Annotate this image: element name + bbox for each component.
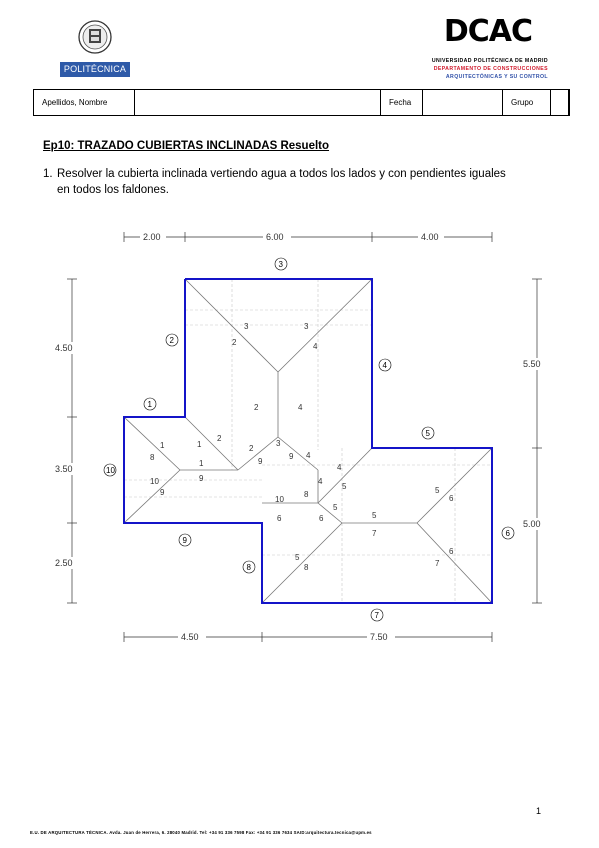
- svg-text:1: 1: [148, 400, 153, 409]
- edge-label-4: 4: [378, 358, 392, 372]
- pitch-number: 6: [449, 547, 454, 556]
- pitch-number: 4: [306, 451, 311, 460]
- upm-logo: POLITÉCNICA: [60, 15, 130, 77]
- edge-label-8: 8: [242, 560, 256, 574]
- pitch-number: 8: [304, 490, 309, 499]
- svg-text:6: 6: [506, 529, 511, 538]
- dim-bottom-1: 4.50: [181, 632, 199, 642]
- pitch-number: 9: [289, 452, 294, 461]
- pitch-number: 3: [276, 439, 281, 448]
- pitch-number: 5: [435, 486, 440, 495]
- pitch-number: 9: [258, 457, 263, 466]
- edge-label-7: 7: [370, 608, 384, 622]
- edge-labels: 1 2 3 4 5 6 7 8 9 10: [103, 257, 515, 622]
- svg-text:4: 4: [383, 361, 388, 370]
- pitch-number: 7: [372, 529, 377, 538]
- dim-bottom-2: 7.50: [370, 632, 388, 642]
- edge-label-10: 10: [103, 463, 117, 477]
- svg-text:8: 8: [247, 563, 252, 572]
- pitch-number: 8: [150, 453, 155, 462]
- pitch-number: 6: [277, 514, 282, 523]
- group-label: Grupo: [503, 90, 551, 115]
- pitch-number: 2: [254, 403, 259, 412]
- pitch-number: 4: [337, 463, 342, 472]
- pitch-number: 2: [249, 444, 254, 453]
- pitch-number: 4: [298, 403, 303, 412]
- pitch-number: 2: [232, 338, 237, 347]
- edge-label-5: 5: [421, 426, 435, 440]
- svg-text:10: 10: [106, 466, 115, 475]
- exercise-item: 1. Resolver la cubierta inclinada vertien…: [43, 166, 563, 198]
- pitch-number: 8: [304, 563, 309, 572]
- department-line-2: ARQUITECTÓNICAS Y SU CONTROL: [445, 74, 548, 80]
- pitch-number: 1: [160, 441, 165, 450]
- roof-outline: [123, 278, 493, 604]
- pitch-number: 7: [435, 559, 440, 568]
- pitch-number: 5: [295, 553, 300, 562]
- pitch-number: 3: [304, 322, 309, 331]
- date-label: Fecha: [381, 90, 423, 115]
- pitch-number: 4: [318, 477, 323, 486]
- dim-left-2: 3.50: [55, 464, 73, 474]
- date-field[interactable]: [423, 90, 503, 115]
- name-label: Apellidos, Nombre: [34, 90, 135, 115]
- pitch-number: 1: [197, 440, 202, 449]
- exercise-title: Ep10: TRAZADO CUBIERTAS INCLINADAS Resue…: [43, 140, 330, 152]
- dim-top-2: 6.00: [266, 232, 284, 242]
- dcac-logo: DCAC UNIVERSIDAD POLITÉCNICA DE MADRID D…: [430, 14, 560, 80]
- footer-address: E.U. DE ARQUITECTURA TÉCNICA. Avda. Juan…: [30, 830, 372, 835]
- dim-top-1: 2.00: [143, 232, 161, 242]
- page-number: 1: [536, 806, 542, 816]
- department-line-1: DEPARTAMENTO DE CONSTRUCCIONES: [433, 66, 548, 72]
- pitch-number: 10: [275, 495, 284, 504]
- svg-text:2: 2: [170, 336, 175, 345]
- pitch-number: 6: [449, 494, 454, 503]
- pitch-number: 3: [244, 322, 249, 331]
- edge-label-2: 2: [165, 333, 179, 347]
- svg-text:3: 3: [279, 260, 284, 269]
- edge-label-6: 6: [501, 526, 515, 540]
- pitch-number: 4: [313, 342, 318, 351]
- pitch-numbers: 1 1 1 2 2 2 2 3 3 3 4 4 4 4 4 5 5 5 5 5 …: [150, 322, 454, 572]
- university-name: UNIVERSIDAD POLITÉCNICA DE MADRID: [431, 58, 548, 64]
- dim-right-2: 5.00: [523, 519, 541, 529]
- pitch-lines: [123, 278, 493, 604]
- upm-crest-icon: [78, 20, 112, 54]
- dim-left-3: 2.50: [55, 558, 73, 568]
- svg-text:9: 9: [183, 536, 188, 545]
- student-form-table: Apellidos, Nombre Fecha Grupo: [33, 89, 570, 116]
- edge-label-1: 1: [143, 397, 157, 411]
- politecnica-logo-text: POLITÉCNICA: [60, 62, 130, 77]
- svg-text:5: 5: [426, 429, 431, 438]
- pitch-number: 9: [199, 474, 204, 483]
- dim-top-3: 4.00: [421, 232, 439, 242]
- pitch-number: 5: [372, 511, 377, 520]
- item-number: 1.: [43, 168, 53, 180]
- svg-text:7: 7: [375, 611, 380, 620]
- item-text-line1: Resolver la cubierta inclinada vertiendo…: [57, 168, 506, 180]
- item-text-line2: en todos los faldones.: [57, 184, 169, 196]
- pitch-number: 9: [160, 488, 165, 497]
- dimension-texts: 2.00 6.00 4.00 4.50 3.50 2.50 5.50 5.00 …: [54, 230, 550, 643]
- pitch-number: 10: [150, 477, 159, 486]
- pitch-number: 1: [199, 459, 204, 468]
- pitch-number: 5: [333, 503, 338, 512]
- dim-right-1: 5.50: [523, 359, 541, 369]
- pitch-number: 6: [319, 514, 324, 523]
- dcac-logo-text: DCAC: [443, 14, 533, 49]
- name-field[interactable]: [135, 90, 381, 115]
- edge-label-3: 3: [274, 257, 288, 271]
- pitch-number: 2: [217, 434, 222, 443]
- dim-left-1: 4.50: [55, 343, 73, 353]
- edge-label-9: 9: [178, 533, 192, 547]
- group-field[interactable]: [551, 90, 569, 115]
- pitch-number: 5: [342, 482, 347, 491]
